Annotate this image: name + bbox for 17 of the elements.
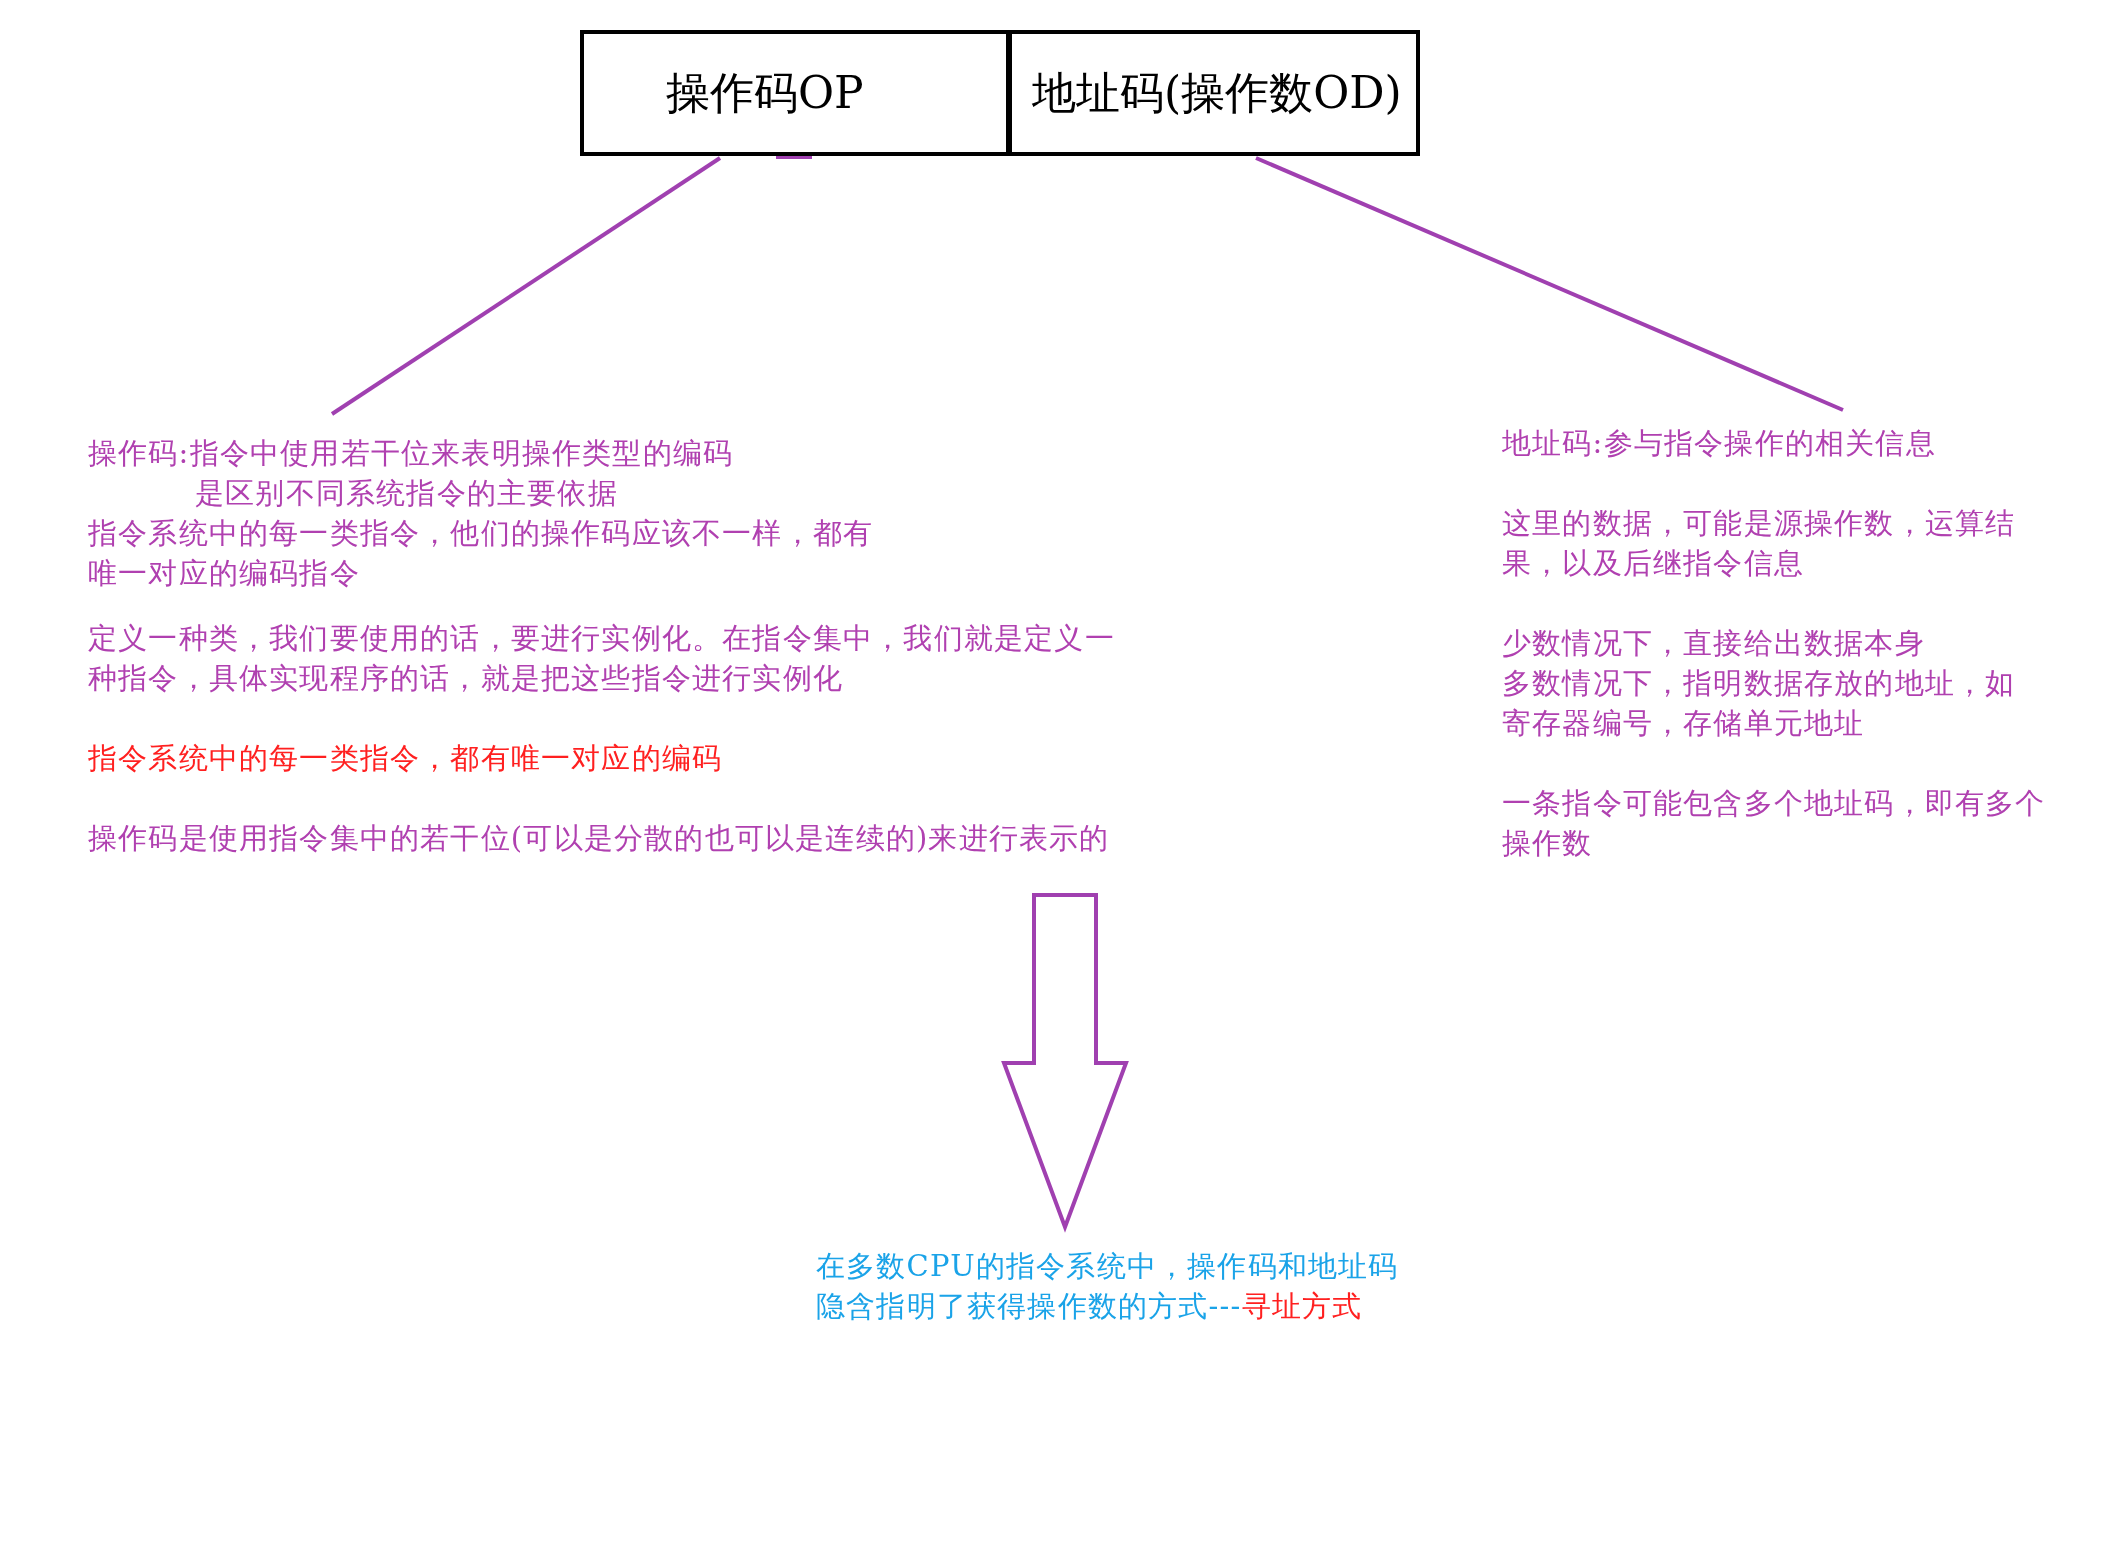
note-text: 操作码是使用指令集中的若干位(可以是分散的也可以是连续的)来进行表示的: [88, 820, 1111, 857]
conclusion-text: 在多数CPU的指令系统中，操作码和地址码隐含指明了获得操作数的方式---寻址方式: [816, 1248, 1400, 1325]
note-text: 指令系统中的每一类指令，他们的操作码应该不一样，都有唯一对应的编码指令: [88, 515, 875, 592]
block-arrow: [1001, 893, 1129, 1233]
note-text: 定义一种类，我们要使用的话，要进行实例化。在指令集中，我们就是定义一种指令，具体实现程序的话，就是把这些指令进行实例化: [88, 620, 1116, 697]
note-text: 少数情况下，直接给出数据本身: [1502, 625, 1926, 662]
note-text: 这里的数据，可能是源操作数，运算结果，以及后继指令信息: [1502, 505, 2017, 582]
note-text: 是区别不同系统指令的主要依据: [195, 475, 619, 512]
connector-line: [1255, 156, 1844, 412]
note-text: 一条指令可能包含多个地址码，即有多个操作数: [1502, 785, 2047, 862]
field-box: 操作码OP: [580, 30, 1010, 156]
field-box: 地址码(操作数OD): [1008, 30, 1420, 156]
connector-line: [330, 156, 722, 416]
note-text: 操作码:指令中使用若干位来表明操作类型的编码: [88, 435, 735, 472]
note-text: 指令系统中的每一类指令，都有唯一对应的编码: [88, 740, 724, 777]
note-text: 地址码:参与指令操作的相关信息: [1502, 425, 1937, 462]
note-text: 多数情况下，指明数据存放的地址，如寄存器编号，存储单元地址: [1502, 665, 2017, 742]
